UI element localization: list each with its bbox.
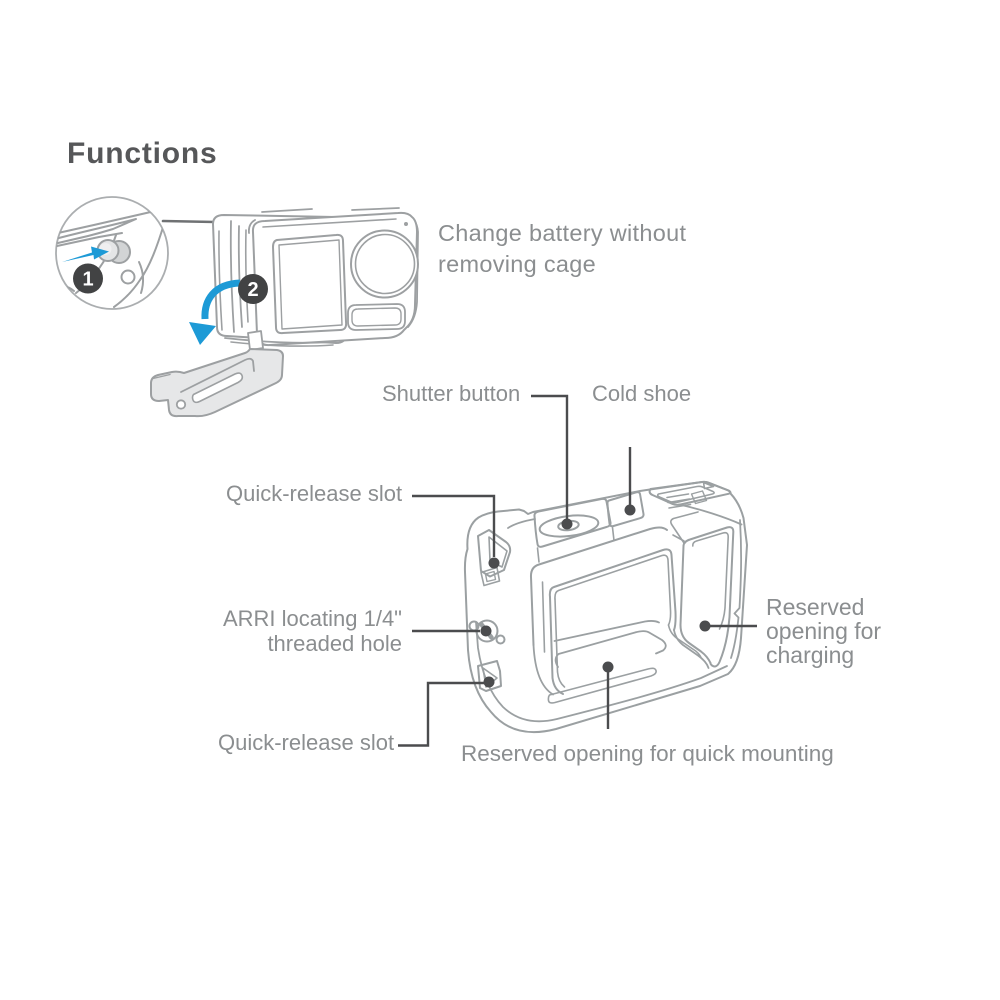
svg-text:1: 1 xyxy=(82,269,93,291)
svg-text:2: 2 xyxy=(247,279,258,301)
